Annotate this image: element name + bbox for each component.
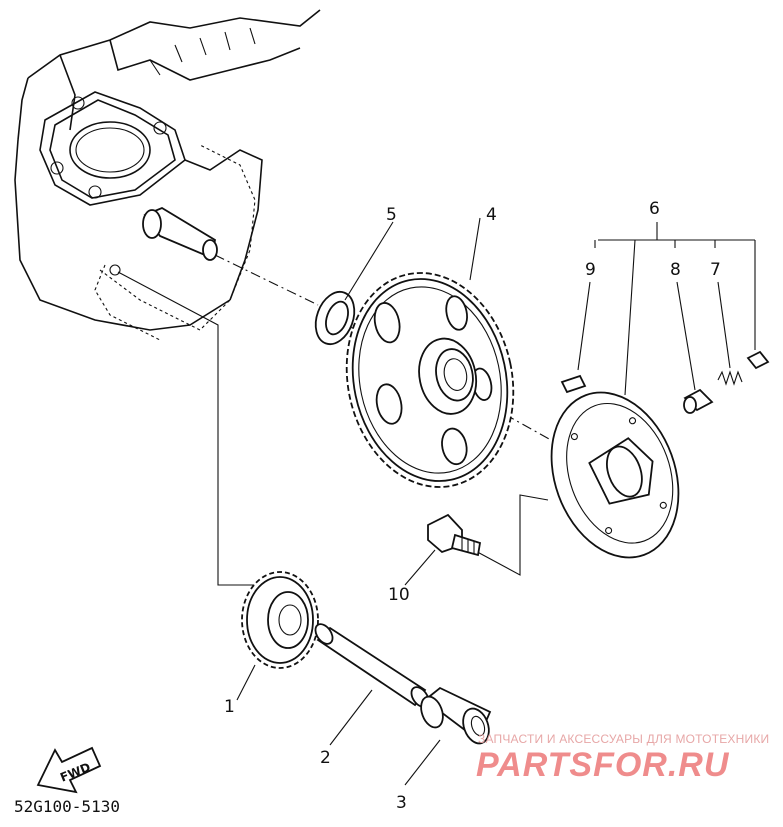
washer-part-5 — [314, 290, 356, 346]
pin-part-9 — [560, 374, 587, 394]
bolt-part-10 — [427, 513, 482, 557]
starter-clutch-assy-part-6 — [550, 391, 680, 559]
callout-2: 2 — [320, 748, 331, 768]
callout-5: 5 — [386, 205, 397, 225]
clutch-small-parts — [560, 350, 770, 414]
leader-lines — [236, 217, 756, 786]
engine-crankcase — [14, 9, 321, 341]
callout-4: 4 — [486, 205, 497, 225]
callout-8: 8 — [670, 260, 681, 280]
watermark-brand: PARTSFOR.RU — [476, 746, 730, 784]
callout-1: 1 — [224, 697, 235, 717]
cap-part — [746, 350, 770, 370]
callout-10: 10 — [388, 585, 410, 605]
watermark: ЗАПЧАСТИ И АКСЕССУАРЫ ДЛЯ МОТОТЕХНИКИ PA… — [476, 732, 769, 784]
idle-gear-shaft-part-2 — [314, 623, 430, 708]
idle-gear-part-1 — [241, 571, 319, 669]
callout-labels: 1 2 3 4 5 6 7 8 9 10 — [224, 199, 721, 813]
forward-direction-arrow: FWD — [36, 746, 102, 794]
callout-9: 9 — [585, 260, 596, 280]
spring-part-7 — [717, 370, 743, 386]
plunger-part-8 — [683, 388, 714, 414]
callout-7: 7 — [710, 260, 721, 280]
watermark-tagline: ЗАПЧАСТИ И АКСЕССУАРЫ ДЛЯ МОТОТЕХНИКИ — [478, 732, 769, 746]
callout-3: 3 — [396, 793, 407, 813]
callout-6: 6 — [649, 199, 660, 219]
starter-wheel-gear-part-4 — [345, 272, 515, 488]
bushing-part-3 — [420, 686, 492, 745]
diagram-code: 52G100-5130 — [14, 797, 120, 816]
